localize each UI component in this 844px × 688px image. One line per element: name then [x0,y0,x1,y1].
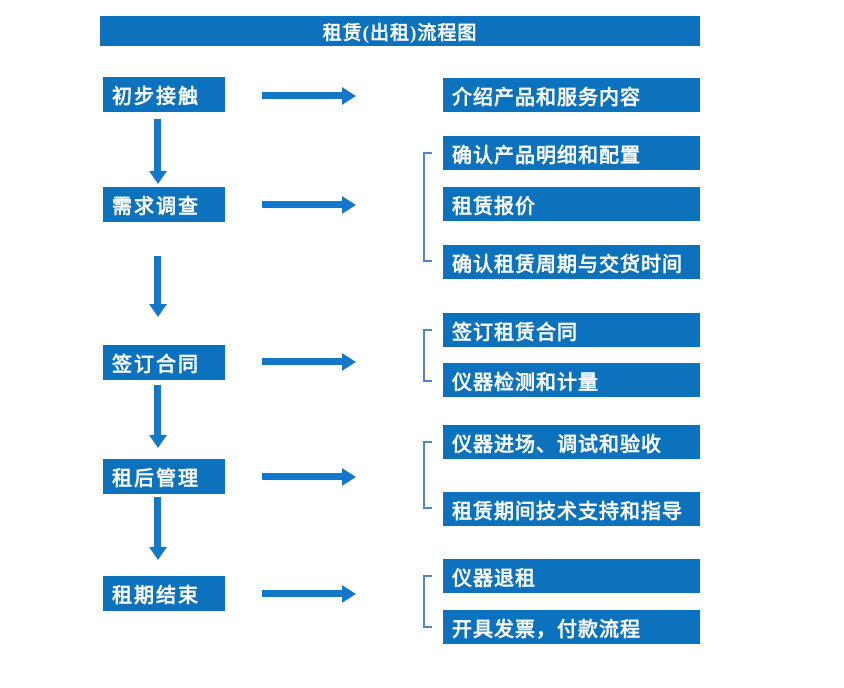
group-bracket-demand-survey [423,152,432,262]
step-box-demand-survey: 需求调查 [103,187,225,222]
right-arrow-5 [262,590,342,597]
down-arrow-2 [154,256,161,304]
down-arrow-4 [154,497,161,547]
detail-box-instrument-testing: 仪器检测和计量 [443,363,700,397]
detail-box-sign-rental-contract: 签订租赁合同 [443,313,700,347]
step-box-sign-contract: 签订合同 [103,345,225,380]
flowchart-title: 租赁(出租)流程图 [100,16,700,46]
detail-box-instrument-setup-acceptance: 仪器进场、调试和验收 [443,425,700,459]
detail-box-confirm-rental-period: 确认租赁周期与交货时间 [443,245,700,279]
group-bracket-rental-end [423,575,432,628]
group-bracket-post-rental [423,441,432,509]
detail-box-confirm-product-details: 确认产品明细和配置 [443,136,700,170]
right-arrow-3 [262,358,342,365]
group-bracket-sign-contract [423,329,432,382]
step-box-post-rental-management: 租后管理 [103,459,225,494]
detail-box-tech-support: 租赁期间技术支持和指导 [443,492,700,526]
step-box-rental-end: 租期结束 [103,576,225,611]
detail-box-introduce-products: 介绍产品和服务内容 [443,78,700,112]
detail-box-instrument-return: 仪器退租 [443,559,700,593]
right-arrow-2 [262,201,342,208]
right-arrow-4 [262,473,342,480]
down-arrow-3 [154,385,161,435]
right-arrow-1 [262,92,342,99]
detail-box-invoice-payment: 开具发票，付款流程 [443,610,700,644]
down-arrow-1 [154,119,161,171]
step-box-initial-contact: 初步接触 [103,77,225,112]
detail-box-rental-quote: 租赁报价 [443,187,700,221]
